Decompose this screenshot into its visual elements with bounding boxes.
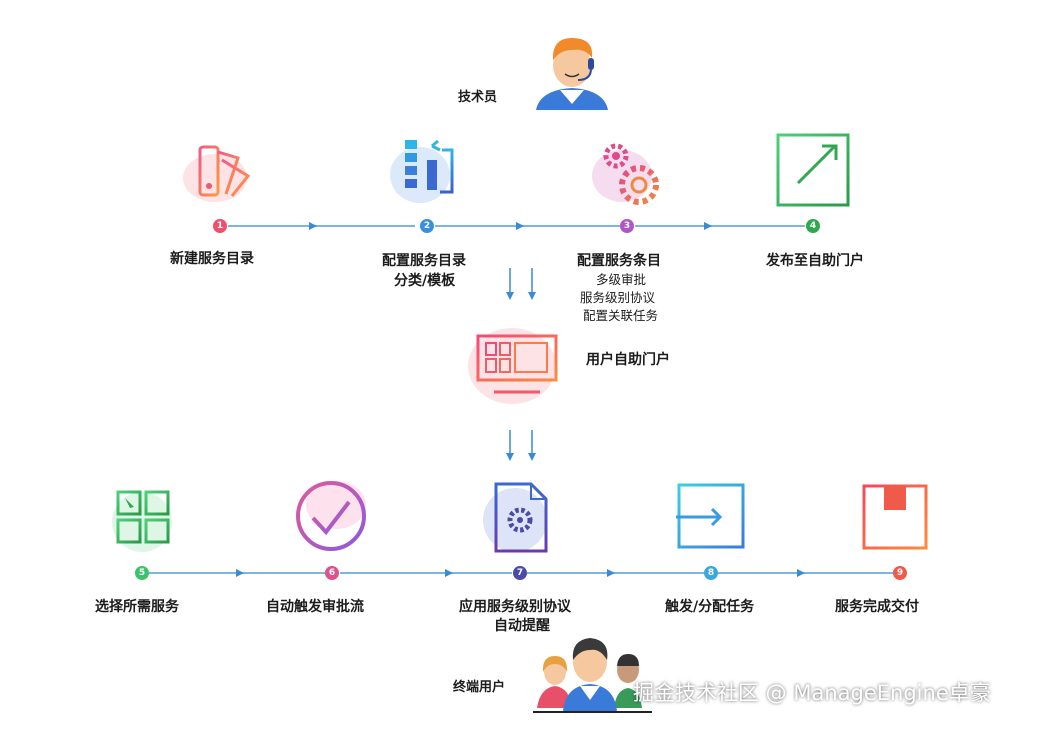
step-7-badge: 7 [513,566,527,580]
end-user-label: 终端用户 [453,680,506,695]
step-7-title: 应用服务级别协议 [459,599,571,615]
step-8-title: 触发/分配任务 [665,599,755,615]
step-4-badge: 4 [806,219,820,233]
step-6-badge: 6 [325,566,339,580]
watermark-text: 掘金技术社区 @ ManageEngine卓豪 [633,681,991,705]
step-3-sub-2: 服务级别协议 [580,290,656,305]
check-circle-icon [296,481,366,551]
step-1-title: 新建服务目录 [170,251,254,267]
headset-technician-icon [536,38,608,110]
step-3-sub-3: 配置关联任务 [583,308,659,323]
down-arrows-top [506,268,536,300]
portal-label: 用户自助门户 [586,352,670,368]
step-2-title: 配置服务目录 [382,253,466,269]
technician-label: 技术员 [458,90,498,105]
step-2-sub-1: 分类/模板 [394,273,456,289]
step-2-badge: 2 [420,219,434,233]
color-swatch-icon [183,145,251,202]
step-3-title: 配置服务条目 [577,253,661,269]
portal-screen-icon [468,328,558,404]
catalog-sort-icon [390,139,454,203]
user-group-icon [533,638,652,713]
step-6-title: 自动触发审批流 [266,599,364,615]
delivery-box-icon [862,484,928,550]
publish-arrow-icon [776,133,850,207]
step-3-sub-1: 多级审批 [596,272,647,287]
step-5-badge: 5 [135,566,149,580]
sla-document-gear-icon [483,482,548,553]
step-9-title: 服务完成交付 [835,599,919,615]
step-7-sub-1: 自动提醒 [494,618,550,634]
step-9-badge: 9 [893,566,907,580]
gears-icon [592,143,659,205]
step-1-badge: 1 [213,219,227,233]
step-5-title: 选择所需服务 [95,599,179,615]
down-arrows-mid [506,430,536,461]
grid-select-icon [112,490,172,552]
step-3-badge: 3 [620,219,634,233]
assign-arrow-icon [676,483,745,549]
step-4-title: 发布至自助门户 [766,253,864,269]
step-8-badge: 8 [704,566,718,580]
